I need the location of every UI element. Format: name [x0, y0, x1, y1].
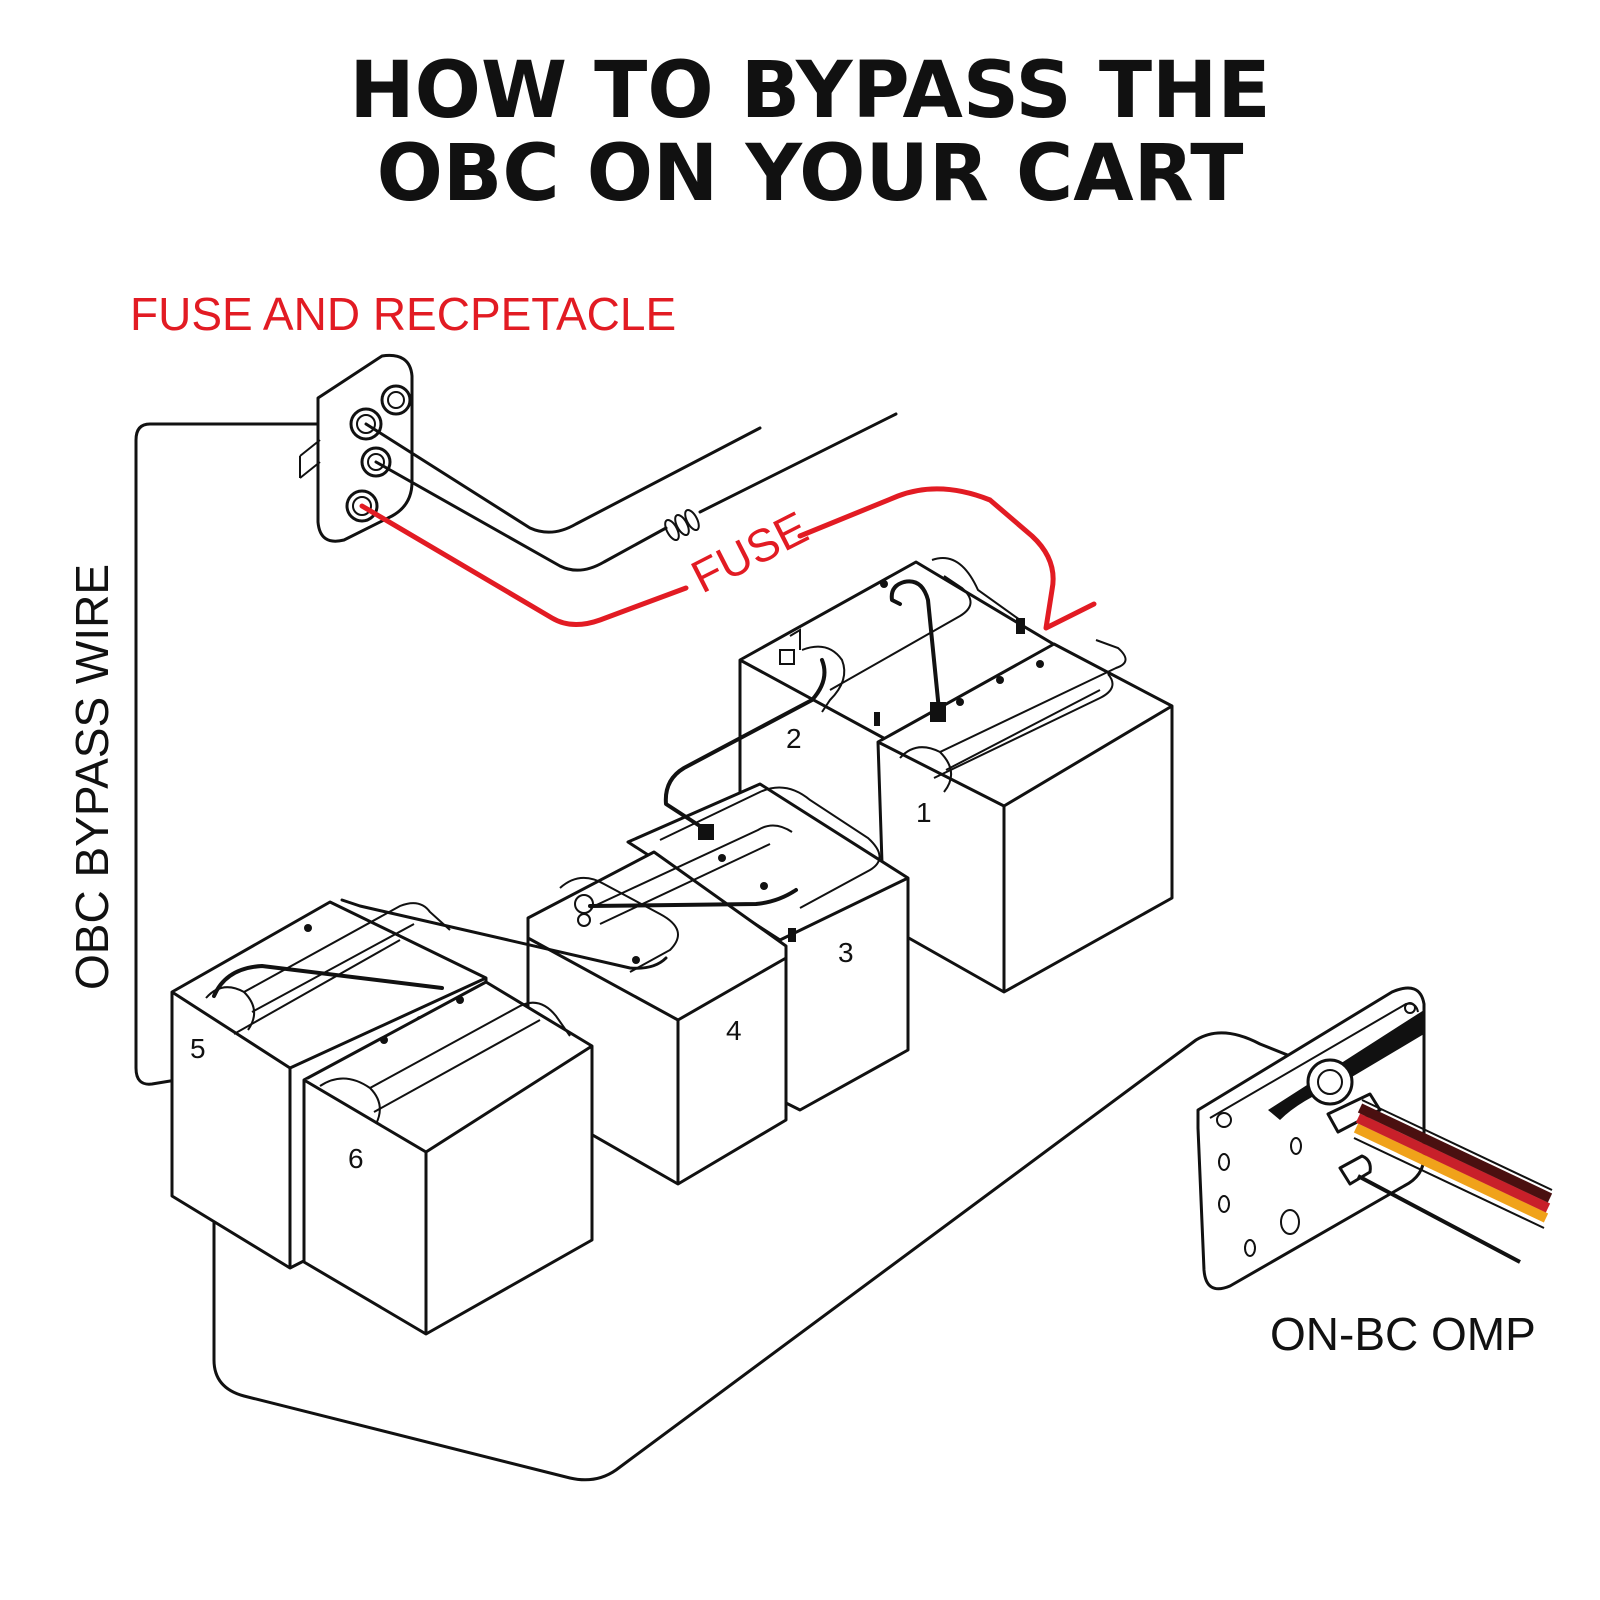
fuse-receptacle: [299, 353, 414, 543]
jumper-1-2: [889, 579, 942, 722]
fuse-label: FUSE: [683, 501, 816, 603]
fuse-and-receptacle-label: FUSE AND RECPETACLE: [130, 288, 676, 340]
obc-cable: [1353, 1099, 1553, 1264]
battery-5-number: 5: [190, 1033, 206, 1064]
on-bc-omp-label: ON-BC OMP: [1270, 1308, 1536, 1360]
receptacle-wire-lower: [374, 412, 898, 572]
fuse-wire-upper: [797, 486, 1097, 631]
fuse-wire: [359, 503, 689, 627]
inline-fuse-coil: [664, 509, 700, 541]
title-line-1: HOW TO BYPASS THE: [349, 46, 1270, 136]
battery-3-number: 3: [838, 937, 854, 968]
title-line-2: OBC ON YOUR CART: [377, 129, 1244, 219]
jumper-4-5: [340, 898, 668, 970]
jumper-3-4: [588, 888, 798, 908]
receptacle-wire-upper: [364, 422, 762, 534]
jumper-5-6: [212, 964, 444, 998]
battery-6: 6: [302, 980, 594, 1336]
terminal-2-3: [698, 824, 714, 840]
battery-1-number: 1: [916, 797, 932, 828]
obc-bypass-wire-label: OBC BYPASS WIRE: [66, 564, 118, 990]
terminal-1-2: [930, 702, 946, 722]
battery-4-number: 4: [726, 1015, 742, 1046]
obc-bypass-wire: [134, 422, 372, 1086]
battery-2-number: 2: [786, 723, 802, 754]
battery-6-number: 6: [348, 1143, 364, 1174]
jumper-2-3: [663, 658, 827, 832]
battery-1: 1: [876, 618, 1174, 994]
on-board-computer: [1196, 986, 1426, 1291]
